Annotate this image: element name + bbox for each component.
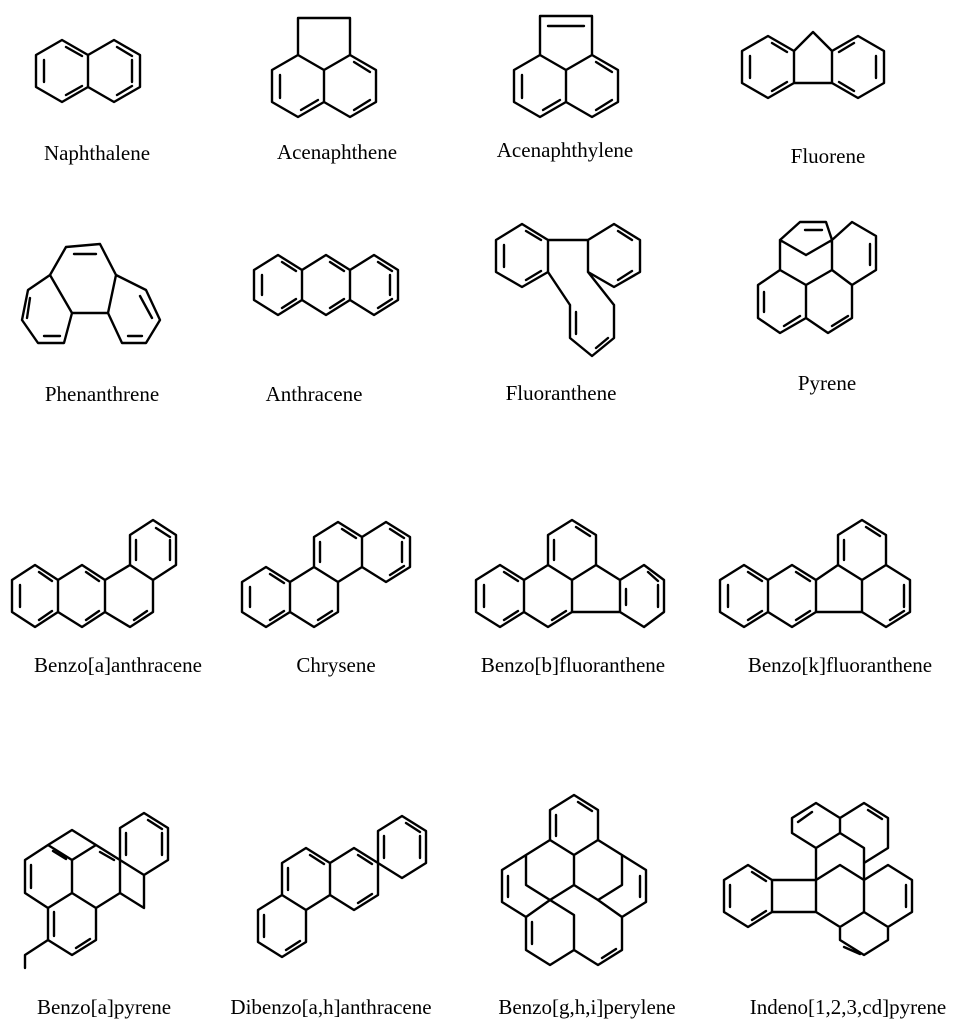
compound-label: Acenaphthene	[277, 140, 397, 164]
structure-bonds	[494, 222, 642, 358]
compound-label: Naphthalene	[44, 141, 150, 165]
compound-label: Dibenzo[a,h]anthracene	[230, 995, 431, 1019]
benzo-a-pyrene-structure: Benzo[a]pyrene	[23, 811, 171, 1019]
anthracene-structure: Anthracene	[252, 253, 400, 406]
pyrene-structure: Pyrene	[756, 220, 878, 395]
compound-label: Benzo[g,h,i]perylene	[498, 995, 675, 1019]
structure-bonds	[500, 793, 648, 967]
structure-bonds	[512, 14, 620, 119]
structure-bonds	[718, 518, 912, 629]
fluorene-structure: Fluorene	[740, 30, 886, 168]
chrysene-structure: Chrysene	[240, 520, 412, 677]
structure-bonds	[474, 518, 666, 629]
structure-bonds	[240, 520, 412, 629]
compound-label: Benzo[a]pyrene	[37, 995, 171, 1019]
phenanthrene-structure: Phenanthrene	[20, 242, 162, 406]
compound-label: Pyrene	[798, 371, 856, 395]
structure-bonds	[252, 253, 400, 317]
compound-label: Benzo[a]anthracene	[34, 653, 202, 677]
compound-label: Benzo[k]fluoranthene	[748, 653, 932, 677]
benzo-ghi-perylene-structure: Benzo[g,h,i]perylene	[498, 793, 676, 1019]
compound-label: Acenaphthylene	[497, 138, 633, 162]
benzo-b-fluoranthene-structure: Benzo[b]fluoranthene	[474, 518, 666, 677]
compound-label: Phenanthrene	[45, 382, 159, 406]
compound-label: Benzo[b]fluoranthene	[481, 653, 665, 677]
compound-label: Anthracene	[266, 382, 363, 406]
structure-bonds	[756, 220, 878, 335]
structure-bonds	[270, 16, 378, 119]
structure-bonds	[10, 518, 178, 629]
compound-label: Fluoranthene	[506, 381, 617, 405]
indeno-123cd-pyrene-structure: Indeno[1,2,3,cd]pyrene	[722, 801, 947, 1019]
structure-bonds	[740, 30, 886, 100]
compound-label: Indeno[1,2,3,cd]pyrene	[750, 995, 947, 1019]
benzo-k-fluoranthene-structure: Benzo[k]fluoranthene	[718, 518, 932, 677]
benzo-a-anthracene-structure: Benzo[a]anthracene	[10, 518, 202, 677]
structure-bonds	[256, 814, 428, 959]
compound-label: Chrysene	[296, 653, 375, 677]
compound-label: Fluorene	[791, 144, 866, 168]
structure-bonds	[722, 801, 914, 957]
structure-bonds	[23, 811, 170, 970]
acenaphthylene-structure: Acenaphthylene	[497, 14, 633, 162]
structure-bonds	[20, 242, 162, 345]
acenaphthene-structure: Acenaphthene	[270, 16, 397, 164]
fluoranthene-structure: Fluoranthene	[494, 222, 642, 405]
dibenzo-a-h-anthracene-structure: Dibenzo[a,h]anthracene	[230, 814, 432, 1019]
naphthalene-structure: Naphthalene	[34, 38, 150, 165]
structure-bonds	[34, 38, 142, 104]
